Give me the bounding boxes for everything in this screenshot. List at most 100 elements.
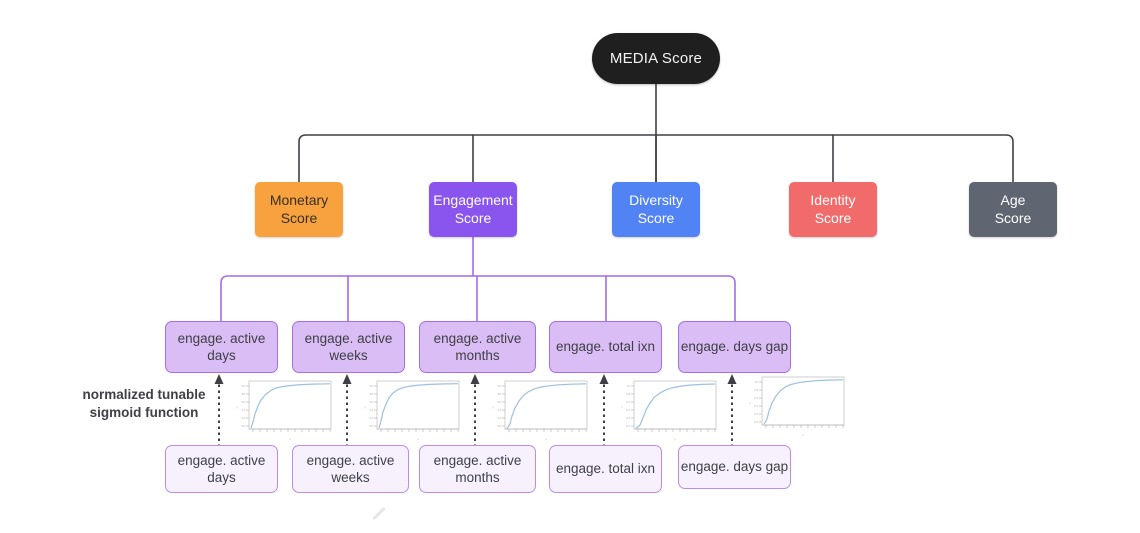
svg-text:0.8: 0.8 xyxy=(497,392,501,396)
chart-sigmoid-active-days: 1.0 0.8 0.6 0.4 0.2 0.0 x y xyxy=(231,378,335,442)
stray-mark xyxy=(372,506,386,521)
svg-text:0.6: 0.6 xyxy=(497,400,501,404)
svg-text:y: y xyxy=(621,406,623,409)
node-age-score[interactable]: Age Score xyxy=(969,182,1057,237)
svg-text:0.6: 0.6 xyxy=(626,400,630,404)
svg-text:y: y xyxy=(364,406,366,409)
svg-text:0.8: 0.8 xyxy=(241,392,245,396)
node-engage-active-days[interactable]: engage. active days xyxy=(165,321,278,373)
svg-text:0.0: 0.0 xyxy=(241,424,245,428)
node-engage-active-months-line2: active months xyxy=(455,330,522,363)
node-engage-total-ixn[interactable]: engage. total ixn xyxy=(549,321,662,373)
node-age-score-line1: Age xyxy=(1000,191,1026,208)
svg-text:1.0: 1.0 xyxy=(369,384,373,388)
svg-text:0.2: 0.2 xyxy=(754,412,758,416)
svg-text:0.2: 0.2 xyxy=(241,416,245,420)
svg-text:1.0: 1.0 xyxy=(241,384,245,388)
svg-text:y: y xyxy=(492,406,494,409)
svg-text:0.0: 0.0 xyxy=(369,424,373,428)
node-engage-total-ixn-line1: engage. xyxy=(555,339,605,355)
svg-text:0.0: 0.0 xyxy=(497,424,501,428)
label-sigmoid-transform-line2: sigmoid function xyxy=(89,405,199,421)
node-raw-engage-active-weeks-line1: engage. xyxy=(306,452,356,468)
node-identity-score[interactable]: Identity Score xyxy=(789,182,877,237)
node-raw-engage-total-ixn-line1: engage. xyxy=(555,461,605,477)
svg-text:1.0: 1.0 xyxy=(754,380,758,384)
node-raw-engage-active-weeks-line2: active weeks xyxy=(331,452,395,485)
node-monetary-score[interactable]: Monetary Score xyxy=(255,182,343,237)
svg-text:0.6: 0.6 xyxy=(241,400,245,404)
svg-text:1.0: 1.0 xyxy=(626,384,630,388)
node-raw-engage-active-days[interactable]: engage. active days xyxy=(165,445,278,493)
svg-text:0.4: 0.4 xyxy=(626,408,630,412)
node-engage-total-ixn-line2: total ixn xyxy=(608,339,656,355)
connector-level1-bus xyxy=(298,134,1014,183)
node-age-score-line2: Score xyxy=(994,209,1032,226)
arrow-head-active-days xyxy=(214,374,224,384)
node-media-score-label: MEDIA Score xyxy=(609,49,703,67)
node-monetary-score-line2: Score xyxy=(280,209,318,226)
svg-text:0.4: 0.4 xyxy=(369,408,373,412)
node-raw-engage-days-gap[interactable]: engage. days gap xyxy=(678,445,791,489)
chart-sigmoid-active-weeks: 1.0 0.8 0.6 0.4 0.2 0.0 x y xyxy=(359,378,463,442)
node-raw-engage-active-weeks[interactable]: engage. active weeks xyxy=(292,445,409,493)
svg-text:x: x xyxy=(545,438,547,441)
node-identity-score-line2: Score xyxy=(814,209,852,226)
chart-sigmoid-days-gap: 1.0 0.8 0.6 0.4 0.2 0.0 x y xyxy=(744,374,848,438)
svg-text:y: y xyxy=(749,402,751,405)
arrow-head-active-weeks xyxy=(342,374,352,384)
node-raw-engage-days-gap-line1: engage. xyxy=(680,459,730,475)
svg-text:0.8: 0.8 xyxy=(626,392,630,396)
label-sigmoid-transform-line1: normalized tunable xyxy=(82,387,206,402)
node-engagement-score-line2: Score xyxy=(454,209,492,226)
svg-text:0.0: 0.0 xyxy=(626,424,630,428)
chart-sigmoid-total-ixn: 1.0 0.8 0.6 0.4 0.2 0.0 x y xyxy=(616,378,720,442)
node-engagement-score[interactable]: Engagement Score xyxy=(429,182,517,237)
arrow-head-active-months xyxy=(470,374,480,384)
node-engage-days-gap[interactable]: engage. days gap xyxy=(678,321,791,373)
node-diversity-score-line1: Diversity xyxy=(629,191,683,208)
svg-text:0.8: 0.8 xyxy=(754,388,758,392)
svg-text:x: x xyxy=(417,438,419,441)
node-engage-active-weeks[interactable]: engage. active weeks xyxy=(292,321,405,373)
node-engage-active-months[interactable]: engage. active months xyxy=(419,321,536,373)
node-engage-active-days-line2: active days xyxy=(207,330,266,363)
node-media-score[interactable]: MEDIA Score xyxy=(592,33,720,84)
svg-text:0.2: 0.2 xyxy=(626,416,630,420)
svg-text:x: x xyxy=(674,438,676,441)
node-raw-engage-active-days-line1: engage. xyxy=(177,452,227,468)
svg-text:y: y xyxy=(236,406,238,409)
node-diversity-score[interactable]: Diversity Score xyxy=(612,182,700,237)
node-identity-score-line1: Identity xyxy=(810,191,856,208)
svg-text:0.4: 0.4 xyxy=(241,408,245,412)
svg-text:x: x xyxy=(802,434,804,437)
node-raw-engage-total-ixn-line2: total ixn xyxy=(608,461,656,477)
svg-text:0.6: 0.6 xyxy=(369,400,373,404)
chart-sigmoid-active-months: 1.0 0.8 0.6 0.4 0.2 0.0 x y xyxy=(487,378,591,442)
node-engage-active-days-line1: engage. xyxy=(177,330,227,346)
svg-text:0.2: 0.2 xyxy=(497,416,501,420)
node-raw-engage-active-months[interactable]: engage. active months xyxy=(419,445,536,493)
svg-text:0.4: 0.4 xyxy=(754,404,758,408)
arrow-head-total-ixn xyxy=(599,374,609,384)
label-sigmoid-transform: normalized tunable sigmoid function xyxy=(64,386,224,422)
node-raw-engage-total-ixn[interactable]: engage. total ixn xyxy=(549,445,662,493)
node-diversity-score-line2: Score xyxy=(637,209,675,226)
svg-text:0.0: 0.0 xyxy=(754,420,758,424)
connector-level2-bus xyxy=(220,275,736,322)
node-engage-days-gap-line1: engage. xyxy=(680,339,730,355)
node-monetary-score-line1: Monetary xyxy=(269,191,329,208)
node-engage-active-months-line1: engage. xyxy=(433,330,483,346)
svg-text:0.6: 0.6 xyxy=(754,396,758,400)
node-raw-engage-active-days-line2: active days xyxy=(207,452,266,485)
svg-text:0.8: 0.8 xyxy=(369,392,373,396)
svg-text:0.2: 0.2 xyxy=(369,416,373,420)
svg-text:0.4: 0.4 xyxy=(497,408,501,412)
arrow-head-days-gap xyxy=(727,374,737,384)
node-raw-engage-days-gap-line2: days gap xyxy=(733,459,789,475)
node-engage-active-weeks-line2: active weeks xyxy=(329,330,393,363)
svg-text:1.0: 1.0 xyxy=(497,384,501,388)
svg-text:x: x xyxy=(289,438,291,441)
node-engage-active-weeks-line1: engage. xyxy=(304,330,354,346)
